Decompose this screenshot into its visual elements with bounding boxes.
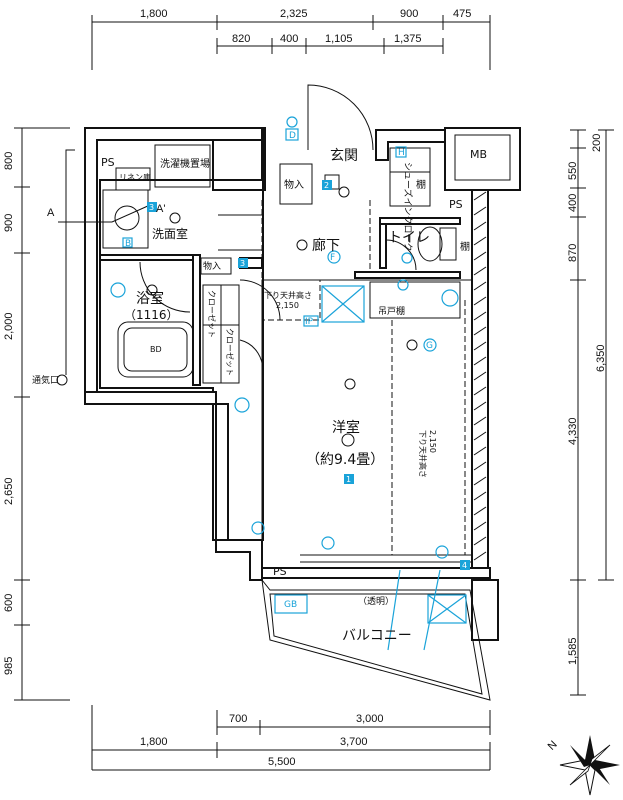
tag-2: 2 <box>324 181 329 190</box>
dim-bottom-3000: 3,000 <box>356 713 384 725</box>
dim-top-900: 900 <box>400 8 418 20</box>
top-dimensions: 1,800 2,325 900 475 820 400 1,105 1,375 <box>91 8 491 70</box>
ps-top: PS <box>101 156 115 169</box>
icon-b: B <box>125 239 131 249</box>
dim-top-400: 400 <box>280 33 298 45</box>
room-labels: 玄関 廊下 トイレ 洗面室 浴室 （1116） 洋室 （約9.4畳） バルコニー <box>124 147 430 644</box>
room-youshitsu: 洋室 <box>332 419 360 436</box>
dim-bottom-700: 700 <box>229 713 247 725</box>
icon-f: F <box>330 253 335 263</box>
room-balcony: バルコニー <box>342 628 412 644</box>
linen-label: リネン庫 <box>119 172 151 182</box>
vent-label: 通気口 <box>32 374 59 386</box>
room-youshitsu-area: （約9.4畳） <box>306 452 384 468</box>
dim-bottom-1800: 1,800 <box>140 736 168 748</box>
bd-label: BD <box>150 345 162 354</box>
right-wall-hatch <box>473 191 487 561</box>
room-rouka: 廊下 <box>312 237 340 254</box>
left-dimensions: 800 900 2,000 2,650 600 985 <box>3 127 70 701</box>
interior <box>56 84 491 701</box>
shoes-label: シューズインクローク <box>402 162 414 252</box>
tag-4: 4 <box>462 561 467 570</box>
ceiling-2: 下り天井高さ <box>418 430 428 478</box>
room-yokushitsu: 浴室 <box>136 290 164 307</box>
dim-left-985: 985 <box>3 657 15 675</box>
dim-right-4330: 4,330 <box>567 417 579 445</box>
compass: N <box>546 735 620 796</box>
icon-h: H <box>398 148 405 158</box>
closet-1: クローゼット <box>207 290 217 338</box>
ps-bottom: PS <box>273 565 287 578</box>
dim-left-900: 900 <box>3 214 15 232</box>
monoire-genkan: 物入 <box>284 178 304 191</box>
section-a-prime: A' <box>156 203 165 215</box>
monoire-corridor: 物入 <box>203 260 221 272</box>
dim-top-2325: 2,325 <box>280 8 308 20</box>
dim-right-1585: 1,585 <box>567 637 579 665</box>
dim-top-1105: 1,105 <box>325 33 353 45</box>
tomei-label: （透明） <box>358 596 394 607</box>
ps-right: PS <box>449 198 463 211</box>
room-genkan: 玄関 <box>330 147 358 164</box>
dim-left-2000: 2,000 <box>3 312 15 340</box>
walls: MB <box>84 127 521 641</box>
bottom-dimensions: 700 3,000 1,800 3,700 5,500 <box>91 705 491 771</box>
room-senmenshitsu: 洗面室 <box>152 226 188 241</box>
dim-top-1375: 1,375 <box>394 33 422 45</box>
right-dimensions: 200 550 400 870 4,330 1,585 6,350 <box>567 129 614 696</box>
ceiling-1: 下り天井高さ <box>264 290 312 300</box>
dim-right-400: 400 <box>567 194 579 212</box>
small-labels: PS PS PS リネン庫 洗濯機置場 物入 物入 シューズインクローク 棚 棚… <box>32 156 470 607</box>
dim-top-475: 475 <box>453 8 471 20</box>
tag-3b: 3 <box>240 259 245 268</box>
room-yokushitsu-size: （1116） <box>124 308 179 322</box>
tana-toilet: 棚 <box>460 240 470 253</box>
dim-right-200: 200 <box>591 134 603 152</box>
tana-shoes: 棚 <box>416 178 426 191</box>
dim-top-820: 820 <box>232 33 250 45</box>
section-a: A <box>47 207 55 219</box>
icon-gb: GB <box>284 600 297 610</box>
dim-right-550: 550 <box>567 162 579 180</box>
ceiling-2-val: 2,150 <box>428 430 437 453</box>
dim-right-6350: 6,350 <box>595 344 607 372</box>
dim-left-600: 600 <box>3 594 15 612</box>
icon-ip: IP <box>305 317 314 327</box>
icon-g: G <box>426 341 433 351</box>
dim-left-800: 800 <box>3 152 15 170</box>
dim-left-2650: 2,650 <box>3 477 15 505</box>
washer-label: 洗濯機置場 <box>160 157 210 170</box>
closet-2: クローゼット <box>225 328 235 376</box>
dim-bottom-5500: 5,500 <box>268 756 296 768</box>
tag-3a: 3 <box>149 203 154 212</box>
ceiling-1-val: 2,150 <box>276 301 299 310</box>
icon-d: D <box>289 131 296 141</box>
compass-n: N <box>546 739 560 753</box>
tag-1: 1 <box>346 475 351 484</box>
room-toilet: トイレ <box>388 230 430 246</box>
mb-label: MB <box>470 148 487 161</box>
dim-top-1800: 1,800 <box>140 8 168 20</box>
dim-bottom-3700: 3,700 <box>340 736 368 748</box>
equipment: D H F G IP GB B 1 2 3 3 4 <box>110 116 470 610</box>
dim-right-870: 870 <box>567 244 579 262</box>
tsuriko-label: 吊戸棚 <box>378 305 405 317</box>
